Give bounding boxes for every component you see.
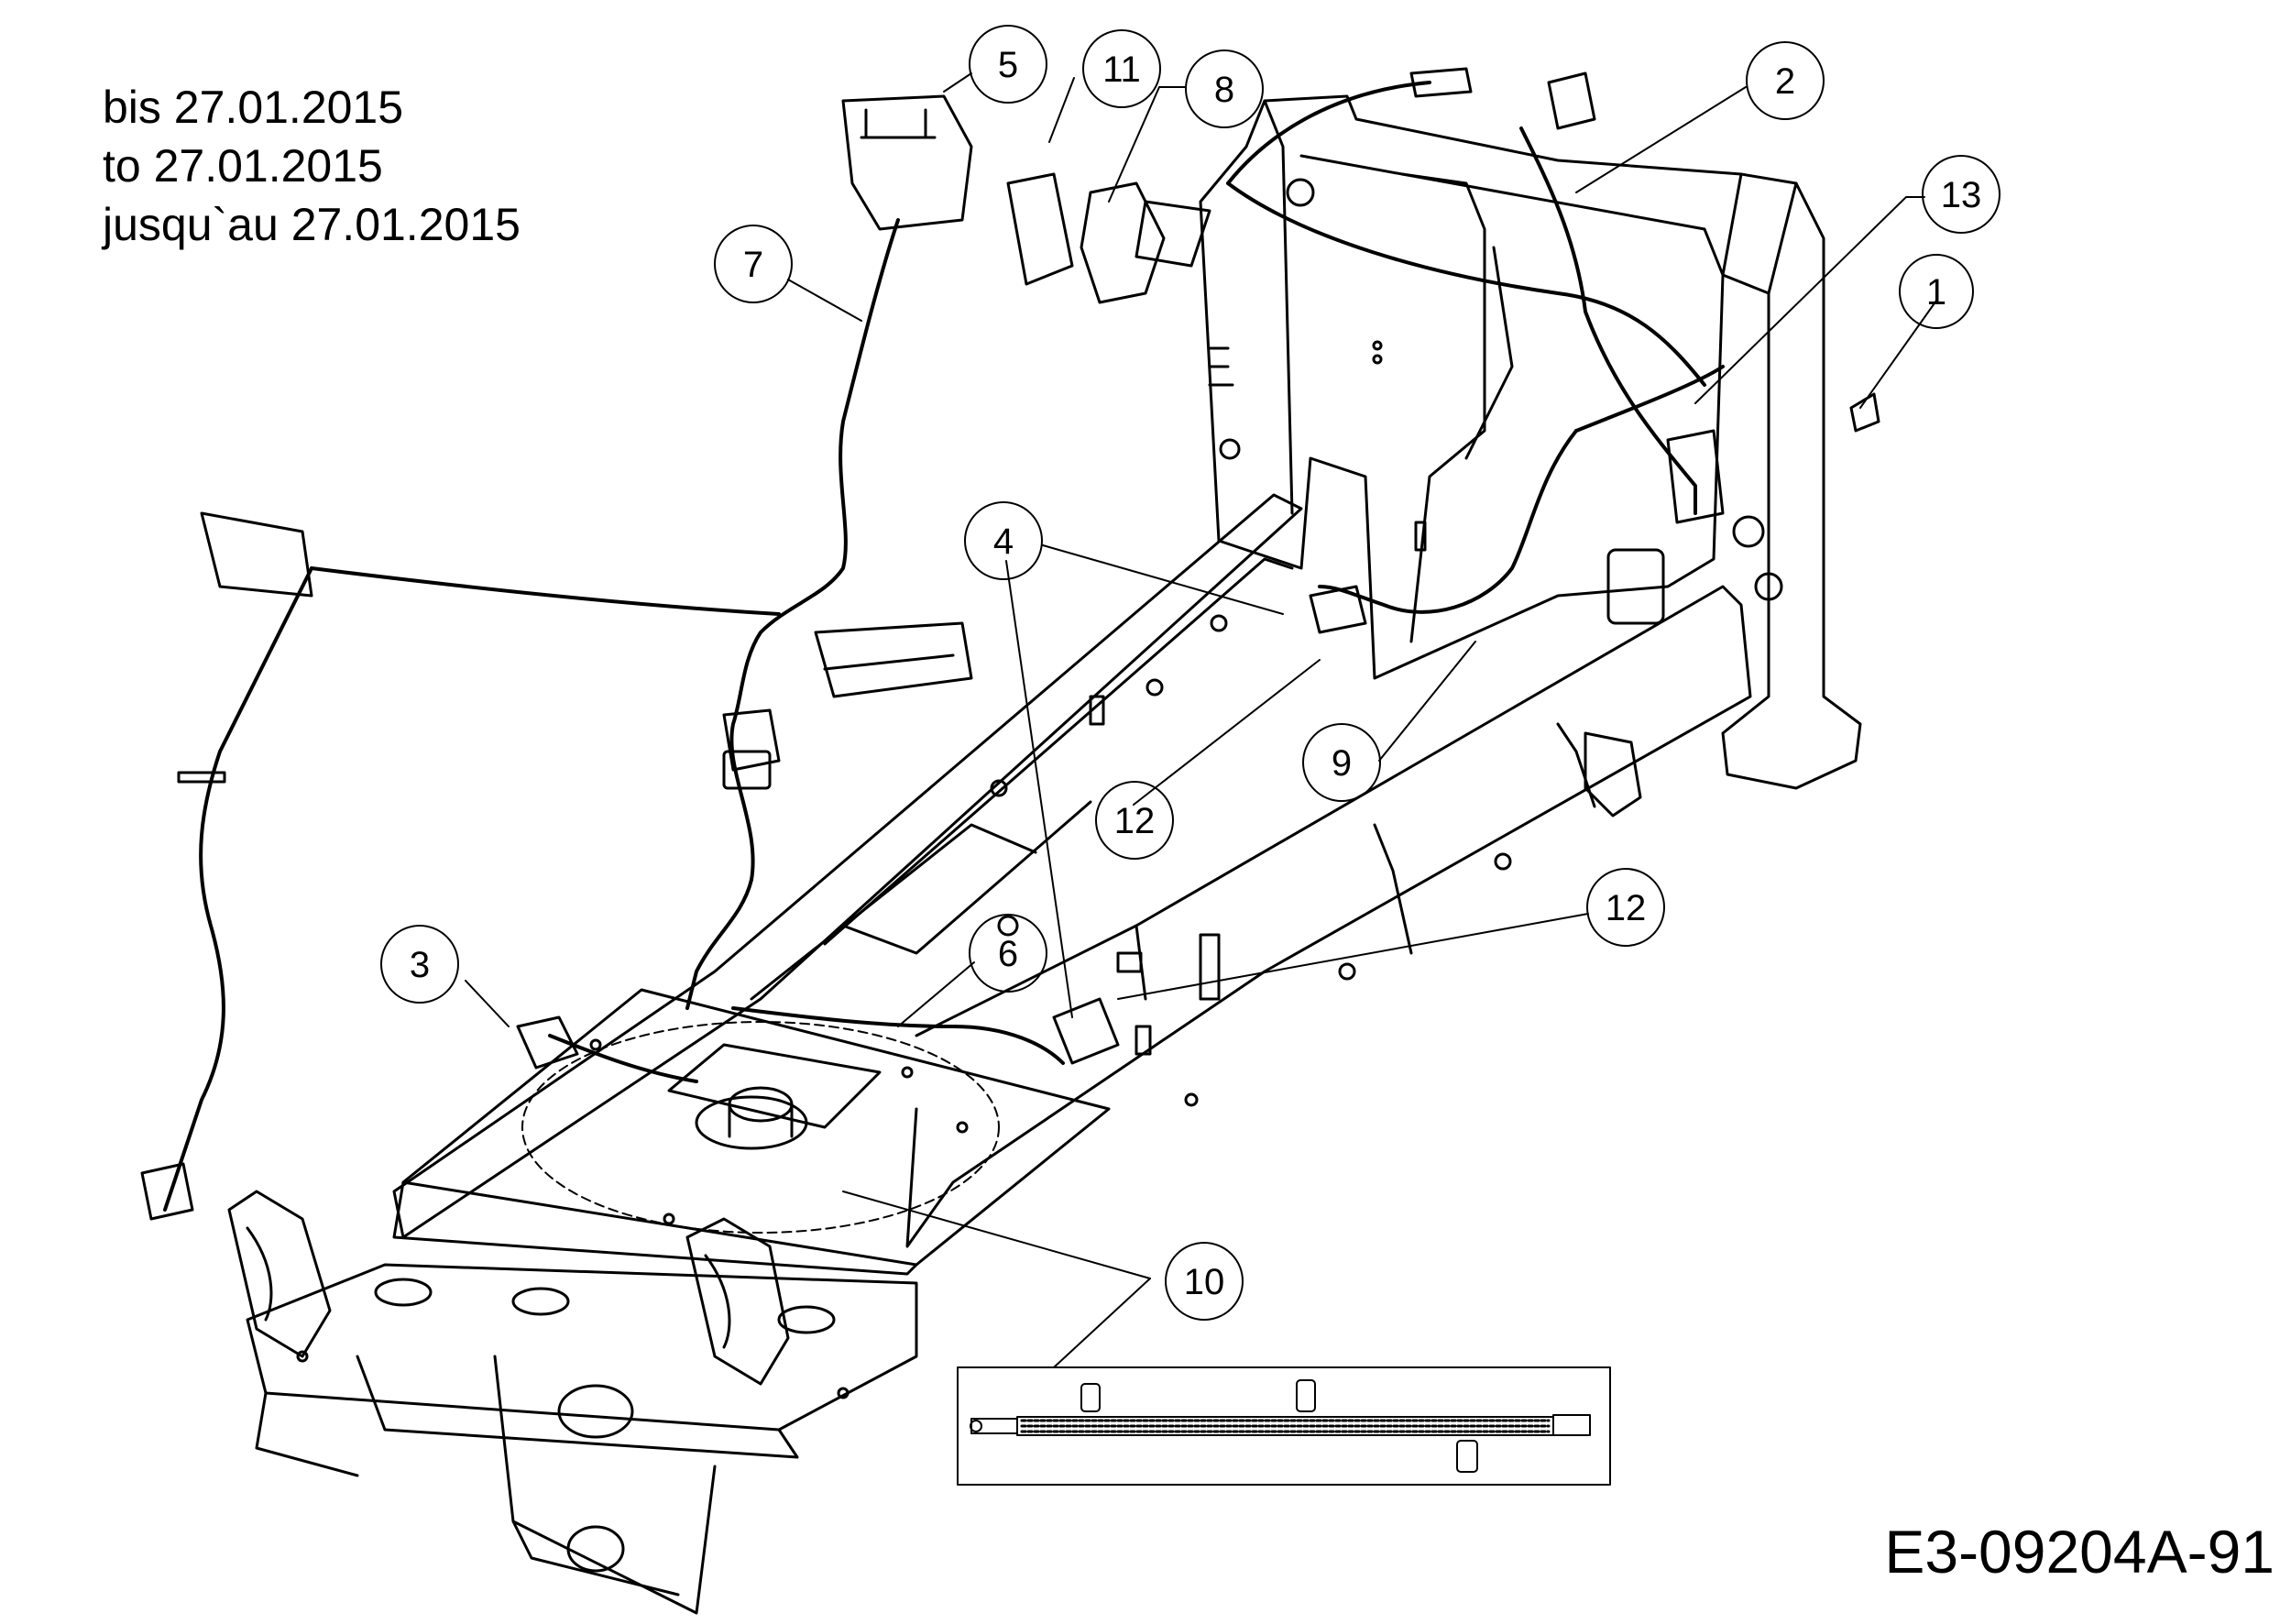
validity-note-de: bis 27.01.2015	[103, 82, 404, 133]
callout-label-12b: 12	[1606, 888, 1647, 928]
deck-plate	[392, 988, 1111, 1276]
front-crossmember	[246, 1263, 918, 1615]
wiring-harness	[163, 81, 1725, 1212]
callout-label-6: 6	[998, 934, 1018, 974]
rear-frame-panel	[1199, 94, 1862, 790]
callout-label-2: 2	[1775, 61, 1795, 102]
callout-label-12a: 12	[1114, 801, 1156, 841]
validity-note-fr: jusqu`au 27.01.2015	[103, 199, 521, 250]
harness-components	[140, 67, 1880, 1221]
callout-label-13: 13	[1941, 175, 1982, 215]
callout-labels: 5 11 8 2 13 1 7 4 9 12 12 3 6 10	[410, 45, 1981, 1302]
callout-label-5: 5	[998, 45, 1018, 85]
leader-lines	[465, 72, 1937, 1368]
callout-label-1: 1	[1926, 272, 1946, 313]
validity-note-en: to 27.01.2015	[103, 140, 383, 192]
callout-label-3: 3	[410, 945, 430, 985]
chassis-rails	[392, 493, 1752, 1248]
front-brackets	[227, 1190, 790, 1386]
callout-label-8: 8	[1214, 70, 1234, 110]
drawing-code: E3-09204A-91	[1884, 1518, 2275, 1586]
callout-label-7: 7	[743, 245, 763, 285]
callout-label-11: 11	[1102, 49, 1141, 90]
callout-label-10: 10	[1184, 1262, 1225, 1302]
callout-circles	[380, 25, 2001, 1321]
cable-detail-inset	[957, 1366, 1611, 1486]
callout-label-4: 4	[993, 521, 1014, 562]
callout-label-9: 9	[1332, 743, 1352, 784]
